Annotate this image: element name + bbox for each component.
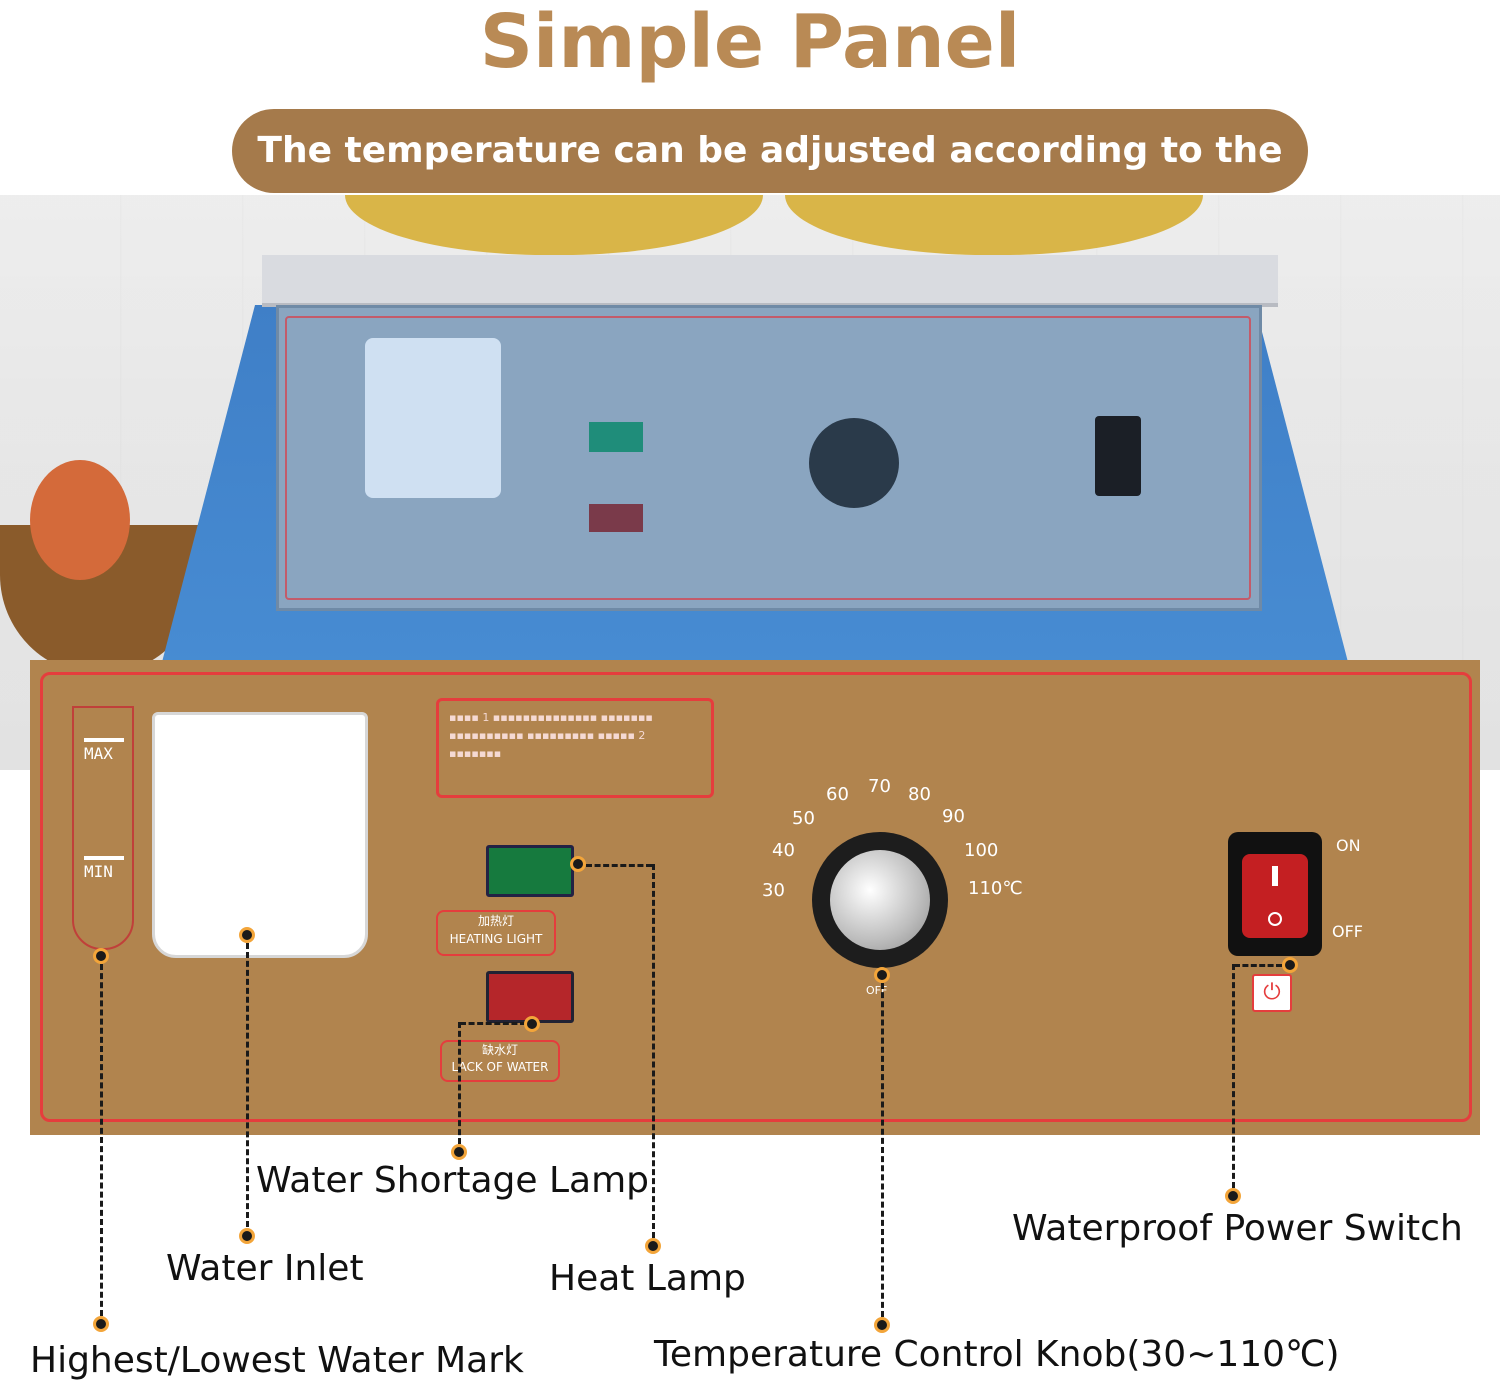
heating-lamp	[486, 845, 574, 897]
machine-front-border	[285, 316, 1251, 600]
photo-knob	[809, 418, 899, 508]
callout-water-inlet: Water Inlet	[166, 1248, 364, 1289]
instruction-notice: ▪▪▪▪ 1 ▪▪▪▪▪▪▪▪▪▪▪▪▪▪ ▪▪▪▪▪▪▪ ▪▪▪▪▪▪▪▪▪▪…	[436, 698, 714, 798]
power-switch-rocker[interactable]	[1242, 854, 1308, 938]
heating-label-cn: 加热灯	[477, 914, 514, 928]
lack-label-en: LACK OF WATER	[451, 1060, 549, 1074]
max-mark-label: MAX	[84, 744, 113, 763]
photo-power-switch	[1095, 416, 1141, 496]
callout-dot-power-switch	[1225, 1188, 1241, 1204]
switch-off-label: OFF	[1332, 922, 1363, 941]
tick-40: 40	[772, 840, 795, 861]
callout-dot-water-mark-top	[93, 948, 109, 964]
tick-100: 100	[964, 840, 999, 861]
photo-green-lamp	[589, 422, 643, 452]
control-panel: MAX MIN ▪▪▪▪ 1 ▪▪▪▪▪▪▪▪▪▪▪▪▪▪ ▪▪▪▪▪▪▪ ▪▪…	[30, 660, 1480, 1135]
callout-dot-water-shortage	[451, 1144, 467, 1160]
tick-30: 30	[762, 880, 785, 901]
callout-temperature-knob: Temperature Control Knob(30~110℃)	[654, 1334, 1340, 1375]
leader-water-shortage-h	[460, 1022, 526, 1025]
water-inlet-cover[interactable]	[152, 712, 368, 958]
tick-60: 60	[826, 784, 849, 805]
callout-dot-water-shortage-top	[524, 1016, 540, 1032]
switch-on-mark	[1272, 866, 1278, 886]
callout-heat-lamp: Heat Lamp	[549, 1258, 746, 1299]
panel-border	[40, 672, 1472, 1122]
callout-dot-knob	[874, 1317, 890, 1333]
machine-top-tray	[262, 255, 1278, 307]
min-mark-label: MIN	[84, 862, 113, 881]
tick-80: 80	[908, 784, 931, 805]
tick-110: 110℃	[968, 878, 1023, 899]
callout-dot-water-inlet	[239, 1228, 255, 1244]
power-icon: ⏻	[1252, 974, 1292, 1012]
lack-label-cn: 缺水灯	[481, 1043, 518, 1057]
knob-cap	[830, 850, 930, 950]
max-line	[84, 738, 124, 742]
photo-water-inlet	[365, 338, 501, 498]
machine-front-panel-photo	[276, 305, 1262, 611]
leader-knob	[881, 983, 884, 1317]
power-switch[interactable]	[1228, 832, 1322, 956]
callout-water-shortage-lamp: Water Shortage Lamp	[256, 1160, 650, 1201]
tick-90: 90	[942, 806, 965, 827]
callout-dot-heat-lamp-top	[570, 856, 586, 872]
tick-70: 70	[868, 776, 891, 797]
callout-dot-power-switch-top	[1282, 957, 1298, 973]
leader-power-switch-h	[1234, 964, 1282, 967]
photo-red-lamp	[589, 504, 643, 532]
callout-dot-water-inlet-top	[239, 927, 255, 943]
water-level-gauge: MAX MIN	[72, 706, 134, 950]
callout-dot-water-mark	[93, 1316, 109, 1332]
switch-off-mark	[1268, 912, 1282, 926]
leader-water-inlet	[246, 943, 249, 1227]
tick-50: 50	[792, 808, 815, 829]
page-title: Simple Panel	[479, 0, 1021, 85]
leader-heat-lamp-h	[586, 864, 652, 867]
heating-label-en: HEATING LIGHT	[449, 932, 543, 946]
leader-water-shortage-v	[458, 1022, 461, 1144]
min-line	[84, 856, 124, 860]
vegetable-image	[30, 460, 130, 580]
leader-water-mark	[100, 964, 103, 1316]
water-shortage-lamp-label: 缺水灯 LACK OF WATER	[440, 1040, 560, 1082]
callout-power-switch: Waterproof Power Switch	[1012, 1208, 1463, 1249]
subtitle-banner: The temperature can be adjusted accordin…	[232, 109, 1308, 255]
callout-water-mark: Highest/Lowest Water Mark	[30, 1340, 524, 1381]
leader-power-switch-v	[1232, 964, 1235, 1188]
tick-off: OFF	[866, 984, 888, 997]
callout-dot-knob-top	[874, 967, 890, 983]
heating-lamp-label: 加热灯 HEATING LIGHT	[436, 910, 556, 956]
leader-heat-lamp-v	[652, 864, 655, 1238]
temperature-knob[interactable]	[812, 832, 948, 968]
callout-dot-heat-lamp	[645, 1238, 661, 1254]
switch-on-label: ON	[1336, 836, 1361, 855]
